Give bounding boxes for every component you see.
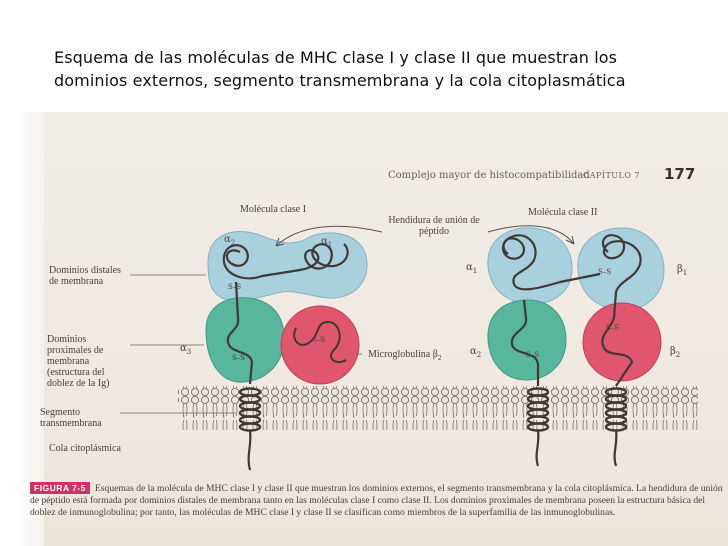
class2-alpha-chain (501, 234, 601, 291)
cleft-arrow-class1 (275, 225, 383, 247)
label-beta2-class2: β2 (670, 346, 681, 359)
cleft-arrow-class2 (487, 225, 575, 245)
class2-alpha-coil (526, 387, 550, 432)
disulfide-class2-beta1: S–S (598, 268, 612, 276)
class1-alpha3-domain (205, 297, 285, 383)
disulfide-class1-alpha3: S–S (232, 354, 246, 362)
label-class1: Molécula clase I (240, 204, 307, 215)
scan-edge (16, 112, 44, 546)
caption-text: Esquemas de la molécula de MHC clase I y… (30, 483, 723, 518)
label-alpha2-class1: α2 (224, 234, 236, 247)
label-microglobulin: Microglobulina β2 (368, 349, 442, 362)
class1-chain-lower (226, 281, 254, 385)
disulfide-class1-distal: S–S (228, 283, 242, 291)
label-cleft: Hendidura de unión de péptido (388, 215, 480, 237)
page-number: 177 (664, 165, 696, 183)
label-alpha3-class1: α3 (180, 343, 192, 356)
disulfide-b2m: S–S (312, 336, 326, 344)
label-class2: Molécula clase II (528, 207, 598, 218)
class1-b2m-domain (280, 305, 360, 385)
label-beta1-class2: β1 (677, 264, 688, 277)
disulfide-class2-beta2: S–S (606, 324, 620, 332)
label-cytoplasmic-tail: Cola citoplásmica (49, 443, 121, 454)
slide-title: Esquema de las moléculas de MHC clase I … (54, 48, 626, 90)
class2-beta-chain (601, 234, 642, 387)
label-alpha1-class1: α1 (321, 236, 333, 249)
class2-beta2-domain (582, 302, 662, 382)
cleft-arrow-class1-head (275, 237, 285, 247)
label-distal-domains: Dominios distales de membrana (49, 265, 121, 287)
book-header-title: Complejo mayor de histocompatibilidad (388, 170, 590, 181)
label-alpha2-class2: α2 (470, 346, 482, 359)
class2-beta1-domain (577, 227, 665, 311)
class1-transmembrane-coil (238, 387, 262, 432)
book-header-chapter: CAPÍTULO 7 (583, 171, 641, 180)
disulfide-class2-alpha2: S–S (526, 351, 540, 359)
figure-badge: FIGURA 7-5 (30, 482, 90, 494)
label-alpha1-class2: α1 (466, 262, 478, 275)
class1-chain (222, 243, 349, 280)
label-proximal-domains: Dominios proximales de membrana (estruct… (47, 334, 110, 389)
label-transmembrane: Segmento transmembrana (40, 407, 102, 429)
class1-molecule (205, 231, 368, 471)
b2m-chain (293, 320, 347, 364)
cleft-arrow-class2-head (565, 235, 575, 245)
class2-beta-coil (604, 387, 628, 432)
class2-alpha-tail (535, 429, 540, 467)
class2-beta-tail (613, 429, 618, 467)
class2-molecule (487, 227, 665, 467)
class1-tail (247, 429, 252, 471)
class2-alpha-lower (510, 299, 540, 386)
class2-alpha2-domain (487, 299, 567, 381)
